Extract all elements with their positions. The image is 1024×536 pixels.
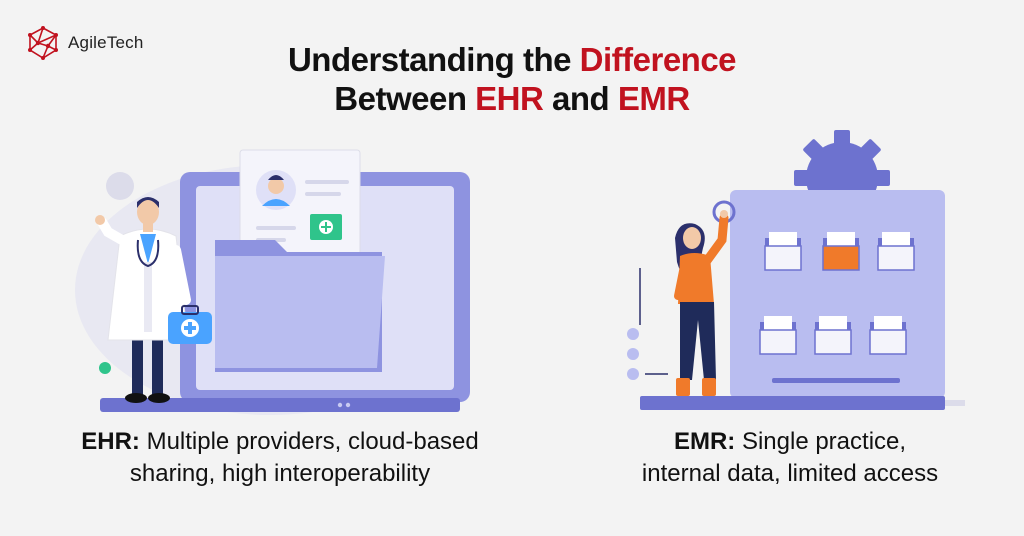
emr-line1: Single practice, [735, 428, 907, 455]
emr-caption: EMR: Single practice, internal data, lim… [580, 426, 1000, 490]
title-line1-accent: Difference [579, 41, 737, 78]
title-line2-prefix: Between [334, 80, 476, 117]
emr-caption-line-1: EMR: Single practice, [580, 426, 1000, 458]
title-line-2: Between EHR and EMR [0, 79, 1024, 118]
laptop-base [100, 398, 460, 412]
brand-name: AgileTech [68, 33, 144, 53]
folder-icon [759, 232, 915, 355]
ehr-illustration [75, 149, 470, 415]
ehr-bg-circle [106, 172, 134, 200]
ehr-label: EHR: [81, 428, 140, 455]
brand-logo[interactable]: AgileTech [26, 26, 144, 60]
ehr-caption-line-1: EHR: Multiple providers, cloud-based [40, 426, 520, 458]
brand-name-part1: Agile [68, 33, 107, 52]
emr-board [730, 190, 945, 398]
medical-cross-icon [310, 214, 342, 240]
ehr-caption: EHR: Multiple providers, cloud-based sha… [40, 426, 520, 490]
emr-floor [640, 396, 945, 410]
emr-illustration [627, 130, 965, 410]
emr-line2: internal data, limited access [641, 460, 939, 487]
woman-figure [674, 210, 729, 396]
folder-front [215, 256, 385, 368]
title-ehr-accent: EHR [475, 80, 544, 117]
title-emr-accent: EMR [617, 80, 690, 117]
page-title: Understanding the Difference Between EHR… [0, 40, 1024, 118]
ehr-line2: sharing, high interoperability [129, 460, 431, 487]
title-line-1: Understanding the Difference [0, 40, 1024, 79]
title-line2-mid: and [543, 80, 618, 117]
ehr-line1: Multiple providers, cloud-based [139, 428, 479, 455]
title-line1-prefix: Understanding the [287, 41, 580, 78]
green-dot [99, 362, 111, 374]
doctor-figure [95, 197, 212, 403]
brand-name-part2: Tech [106, 33, 144, 52]
emr-label: EMR: [673, 428, 736, 455]
network-logo-icon [28, 26, 58, 60]
